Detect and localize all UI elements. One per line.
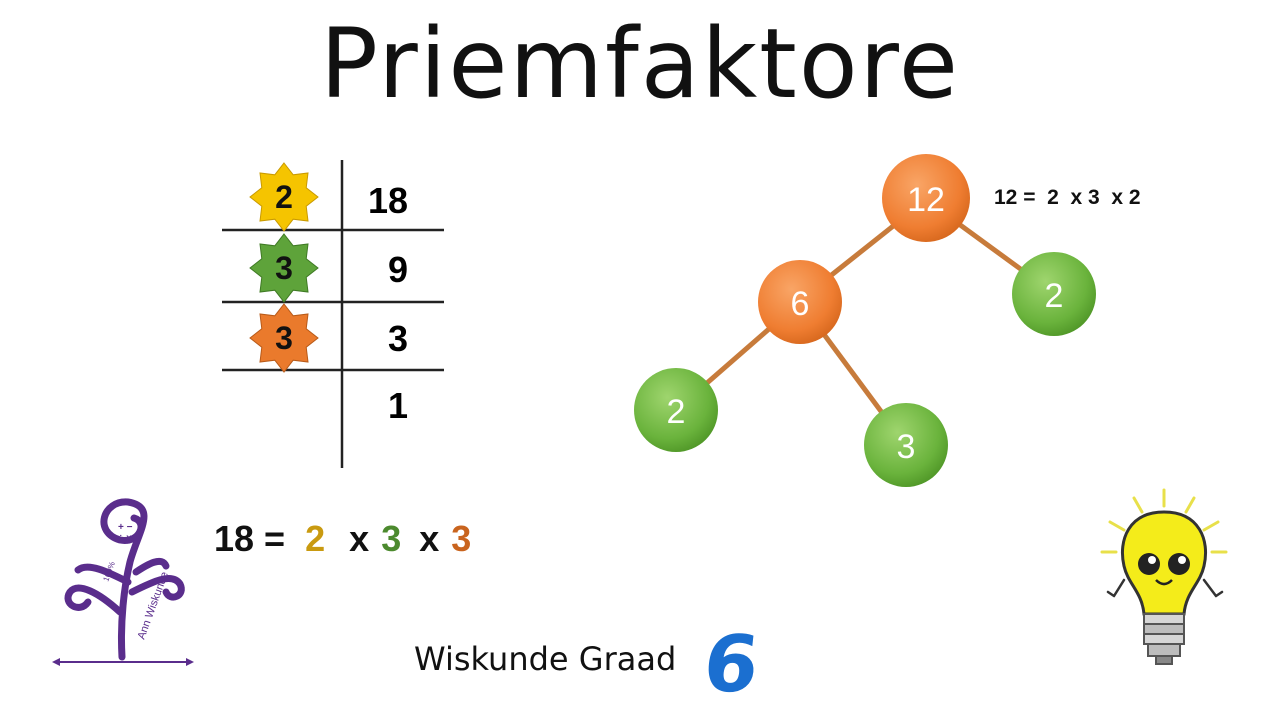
equation-18: 18 = 2 x 3 x 3 bbox=[214, 518, 471, 560]
equation-18-factor-2: 3 bbox=[381, 518, 402, 559]
equation-18-times-2: x bbox=[419, 518, 440, 559]
svg-text:2: 2 bbox=[1045, 277, 1064, 315]
equation-18-factor-3: 3 bbox=[451, 518, 472, 559]
tree-node-right-2: 2 bbox=[1012, 252, 1096, 336]
ladder-number-3: 3 bbox=[388, 318, 408, 359]
page-title: Priemfaktore bbox=[320, 8, 960, 120]
factor-tree: 12 6 2 2 3 bbox=[634, 154, 1096, 487]
equation-18-factor-1: 2 bbox=[305, 518, 326, 559]
division-ladder: 2 3 3 18 9 3 1 bbox=[222, 160, 444, 468]
svg-text:3: 3 bbox=[897, 428, 916, 466]
lightbulb-mascot-icon bbox=[1100, 488, 1228, 665]
svg-text:6: 6 bbox=[791, 285, 810, 323]
tree-node-6: 6 bbox=[758, 260, 842, 344]
tree-node-12: 12 bbox=[882, 154, 970, 242]
svg-text:3: 3 bbox=[275, 250, 293, 286]
logo-symbols: + − bbox=[118, 522, 133, 533]
svg-text:2: 2 bbox=[275, 179, 293, 215]
logo-symbols-2: ÷ x bbox=[118, 533, 132, 544]
factor-badge-2: 3 bbox=[249, 233, 319, 303]
ladder-number-1: 18 bbox=[368, 180, 408, 221]
equation-18-times-1: x bbox=[349, 518, 370, 559]
ann-wiskunde-logo: Ann Wiskunde 100% + − ÷ x bbox=[52, 498, 194, 666]
tree-node-3: 3 bbox=[864, 403, 948, 487]
tree-node-left-2: 2 bbox=[634, 368, 718, 452]
factor-badge-1: 2 bbox=[249, 162, 319, 232]
factor-badge-3: 3 bbox=[249, 303, 319, 373]
grade-number: 6 bbox=[699, 620, 764, 710]
ladder-number-2: 9 bbox=[388, 249, 408, 290]
equation-12: 12 = 2 x 3 x 2 bbox=[994, 186, 1141, 209]
ladder-number-4: 1 bbox=[388, 385, 408, 426]
footer-label: Wiskunde Graad bbox=[414, 640, 677, 678]
equation-18-lhs: 18 = bbox=[214, 518, 286, 559]
svg-text:2: 2 bbox=[667, 393, 686, 431]
svg-text:3: 3 bbox=[275, 320, 293, 356]
svg-text:12: 12 bbox=[907, 181, 945, 219]
